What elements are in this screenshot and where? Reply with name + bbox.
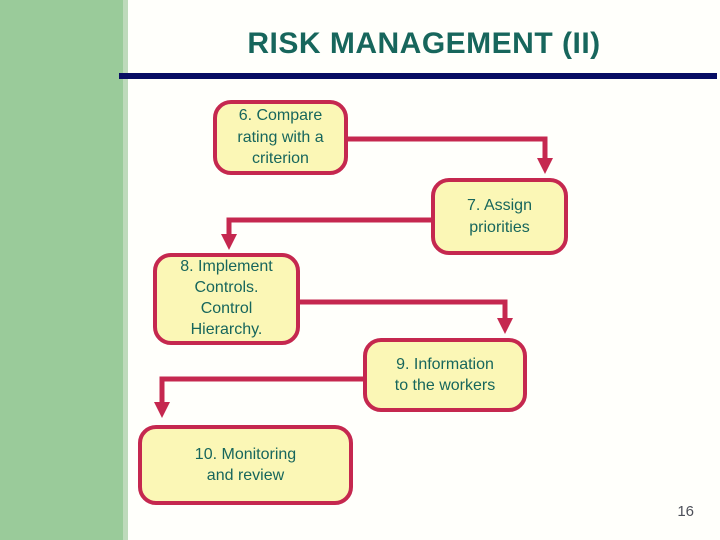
connector-arrow-step7-step8 [221,217,431,250]
flow-box-step-6: 6. Compare rating with a criterion [213,100,348,175]
flow-box-step-8: 8. Implement Controls. Control Hierarchy… [153,253,300,345]
flow-box-step-6-label: 6. Compare rating with a criterion [237,107,324,168]
connector-arrow-step9-step10 [154,376,363,418]
page-number: 16 [677,503,694,520]
connector-arrow-step8-step9 [300,299,513,334]
left-green-sidebar-edge [123,0,128,540]
connector-arrow-step6-step7 [348,136,553,174]
flow-box-step-10-label: 10. Monitoring and review [194,445,297,484]
flow-box-step-7: 7. Assign priorities [431,178,568,255]
flow-box-step-7-label: 7. Assign priorities [467,197,532,236]
flow-box-step-9: 9. Information to the workers [363,338,527,412]
flow-box-step-8-label: 8. Implement Controls. Control Hierarchy… [180,258,273,338]
left-green-sidebar [0,0,123,540]
flow-box-step-9-label: 9. Information to the workers [394,355,496,394]
flow-box-step-10: 10. Monitoring and review [138,425,353,505]
title-underline-rule [119,73,717,79]
slide-title: RISK MANAGEMENT (II) [247,27,601,60]
